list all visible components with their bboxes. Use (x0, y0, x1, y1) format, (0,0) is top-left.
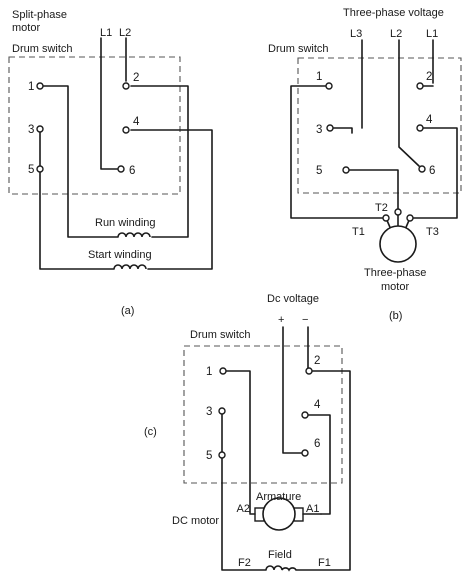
terminal-6-c (301, 449, 309, 457)
terminal-6-b (418, 165, 426, 173)
terminal-3-c (218, 407, 226, 415)
drum-switch-box-a (8, 56, 181, 195)
field-label: Field (268, 549, 292, 561)
terminal-label-6-c: 6 (314, 438, 320, 450)
terminal-4-c (301, 411, 309, 419)
armature-label: Armature (256, 491, 301, 503)
diagram-a-split-phase: Split-phase motor L1 L2 Drum switch 1 2 … (8, 9, 213, 317)
terminal-label-6-a: 6 (129, 165, 135, 177)
terminal-t2 (394, 208, 402, 216)
motor-terminal-label-t2: T2 (375, 202, 388, 214)
line-label-l2-b: L2 (390, 28, 402, 40)
drum-switch-label-a: Drum switch (12, 43, 73, 55)
wire-5-to-t2 (348, 169, 399, 213)
wire-1-to-t1 (290, 85, 387, 219)
wire-5-to-start-winding (39, 171, 115, 270)
terminal-4-a (122, 126, 130, 134)
start-winding-label: Start winding (88, 249, 152, 261)
dc-voltage-title: Dc voltage (267, 293, 319, 305)
three-phase-motor-label-line1: Three-phase (364, 267, 426, 279)
line-label-l1-b: L1 (426, 28, 438, 40)
diagram-b-three-phase: Three-phase voltage L3 L2 L1 Drum switch… (268, 7, 462, 322)
field-coil (265, 565, 297, 574)
terminal-label-2-a: 2 (133, 72, 139, 84)
terminal-label-1-c: 1 (206, 366, 212, 378)
wire-1-to-a2 (225, 370, 251, 514)
diagram-c-dc-motor: Dc voltage + − Drum switch 1 2 3 4 5 (144, 293, 351, 574)
wire-1-to-run-winding (42, 85, 119, 238)
terminal-t3 (406, 214, 414, 222)
terminal-label-3-c: 3 (206, 406, 212, 418)
wire-4-to-t3 (409, 127, 458, 219)
start-winding-coil (113, 264, 147, 270)
line-label-l3-b: L3 (350, 28, 362, 40)
terminal-2-a (122, 82, 130, 90)
terminal-1-a (36, 82, 44, 90)
terminal-4-b (416, 124, 424, 132)
f1-label: F1 (318, 557, 331, 569)
terminal-5-c (218, 451, 226, 459)
caption-a: (a) (121, 305, 134, 317)
motor-terminal-label-t1: T1 (352, 226, 365, 238)
motor-terminal-label-t3: T3 (426, 226, 439, 238)
wire-4-to-a1 (307, 414, 331, 515)
terminal-1-b (325, 82, 333, 90)
three-phase-motor-circle (379, 225, 417, 263)
wire-l1-to-6-a (100, 37, 119, 170)
terminal-2-b (416, 82, 424, 90)
run-winding-label: Run winding (95, 217, 156, 229)
terminal-3-b (326, 124, 334, 132)
terminal-label-4-c: 4 (314, 399, 321, 411)
split-phase-title-line2: motor (12, 22, 40, 34)
three-phase-title: Three-phase voltage (343, 7, 444, 19)
terminal-label-3-a: 3 (28, 124, 34, 136)
terminal-label-2-b: 2 (426, 71, 432, 83)
terminal-label-6-b: 6 (429, 165, 435, 177)
caption-c: (c) (144, 426, 157, 438)
drum-switch-label-b: Drum switch (268, 43, 329, 55)
wire-5-to-f2 (221, 457, 267, 571)
wire-3-stub-b (332, 127, 353, 134)
wire-4-to-start-winding (130, 129, 213, 270)
line-label-l2-a: L2 (119, 27, 131, 39)
terminal-2-c (305, 367, 313, 375)
terminal-label-5-a: 5 (28, 164, 34, 176)
terminal-label-2-c: 2 (314, 355, 320, 367)
armature-circle (262, 497, 296, 531)
line-label-l1-a: L1 (100, 27, 112, 39)
dc-minus-sign: − (302, 314, 308, 326)
three-phase-motor-label-line2: motor (381, 281, 409, 293)
terminal-5-b (342, 166, 350, 174)
terminal-1-c (219, 367, 227, 375)
terminal-t1 (382, 214, 390, 222)
terminal-3-a (36, 125, 44, 133)
terminal-label-5-c: 5 (206, 450, 212, 462)
drum-switch-label-c: Drum switch (190, 329, 251, 341)
terminal-label-4-b: 4 (426, 114, 433, 126)
split-phase-title-line1: Split-phase (12, 9, 67, 21)
wire-2-to-f1 (295, 370, 351, 571)
terminal-6-a (117, 165, 125, 173)
dc-plus-sign: + (278, 314, 284, 326)
drum-switch-box-c (183, 345, 343, 484)
wire-plus-to-6-c (282, 326, 303, 454)
terminal-label-3-b: 3 (316, 124, 322, 136)
wire-run-winding-to-2 (130, 85, 189, 238)
dc-motor-label: DC motor (172, 515, 219, 527)
terminal-label-5-b: 5 (316, 165, 322, 177)
terminal-label-4-a: 4 (133, 116, 140, 128)
terminal-label-1-b: 1 (316, 71, 322, 83)
wire-l2-to-6-b (398, 39, 420, 167)
run-winding-coil (117, 232, 151, 238)
drum-switch-box-b (297, 57, 462, 194)
a2-label: A2 (237, 503, 250, 515)
a1-label: A1 (306, 503, 319, 515)
terminal-label-1-a: 1 (28, 81, 34, 93)
terminal-5-a (36, 165, 44, 173)
caption-b: (b) (389, 310, 402, 322)
f2-label: F2 (238, 557, 251, 569)
